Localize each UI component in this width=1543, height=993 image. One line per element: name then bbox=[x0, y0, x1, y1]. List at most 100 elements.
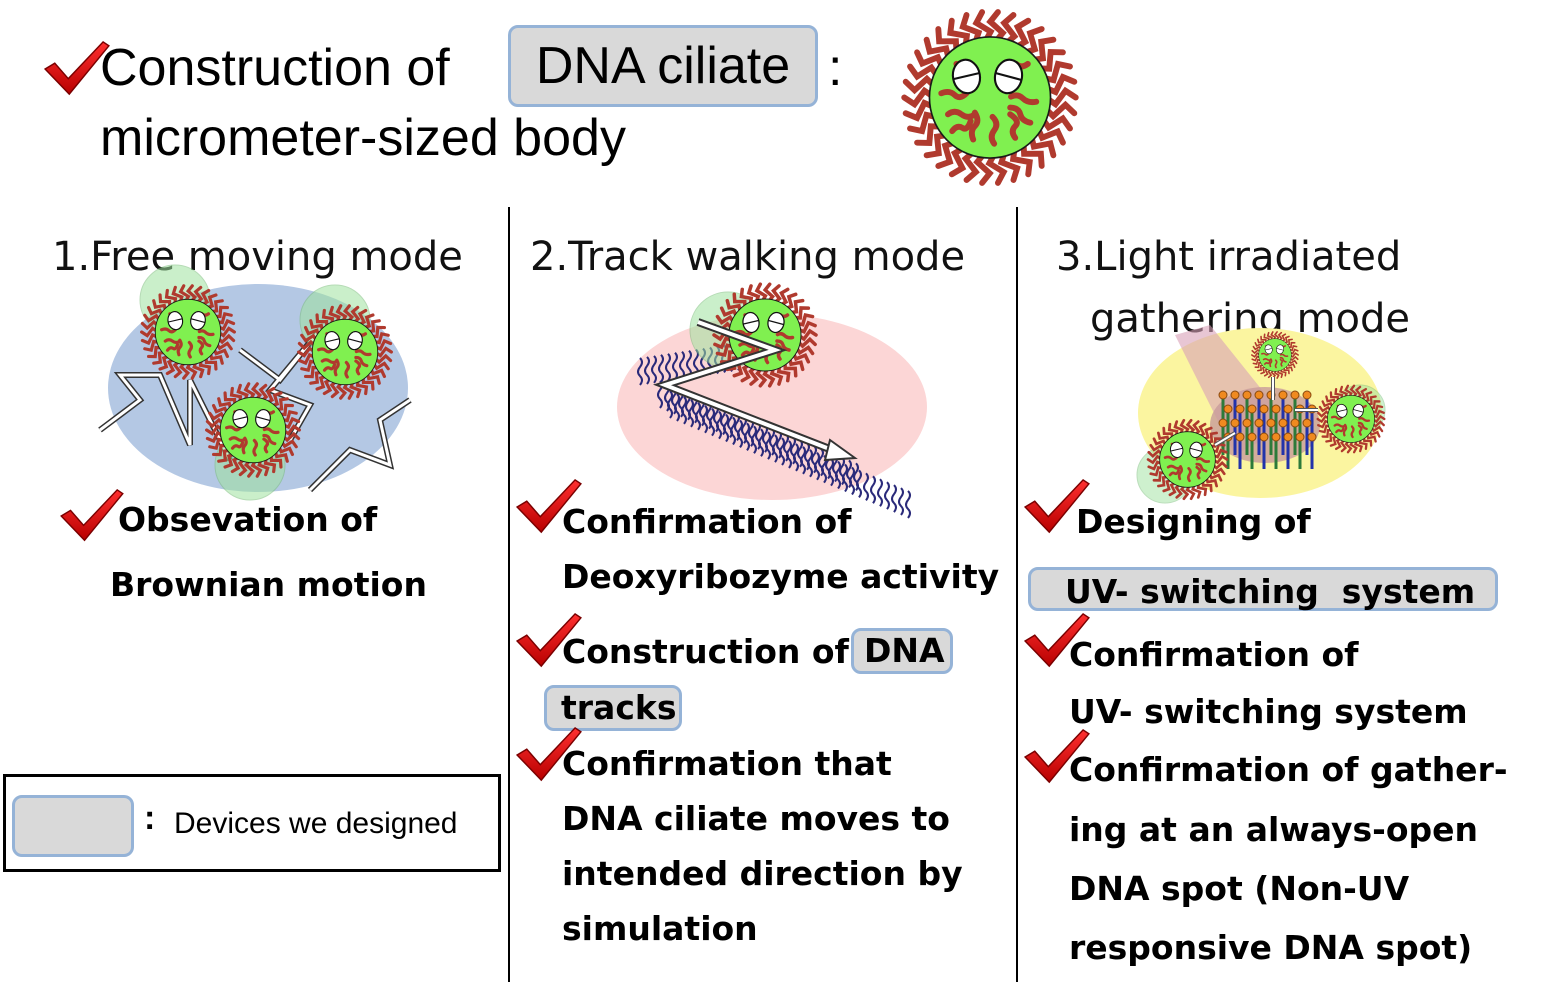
dna-strand bbox=[870, 475, 876, 504]
dna-strand bbox=[793, 443, 799, 472]
dna-pillar-cap bbox=[1254, 418, 1264, 428]
legend-colon: : bbox=[144, 799, 156, 837]
dna-pillar-cap bbox=[1230, 418, 1240, 428]
mode-2-item-line: Construction of bbox=[562, 632, 849, 671]
dna-pillar-cap bbox=[1295, 432, 1305, 442]
mode-1-item-line: Brownian motion bbox=[110, 565, 427, 604]
dna-strand bbox=[723, 413, 729, 443]
dna-strand bbox=[807, 449, 813, 478]
mode-3-item-line: ing at an always-open bbox=[1069, 810, 1479, 849]
column-divider bbox=[1016, 207, 1018, 982]
dna-pillar-cap bbox=[1271, 404, 1281, 414]
mode-3-item-line: DNA spot (Non-UV bbox=[1069, 869, 1410, 908]
dna-strand bbox=[765, 431, 771, 460]
dna-strand bbox=[679, 350, 685, 380]
dna-pillar-cap bbox=[1218, 390, 1228, 400]
dna-pillar-cap bbox=[1223, 404, 1233, 414]
mode-1-title: 1.Free moving mode bbox=[52, 234, 463, 280]
arrow-head bbox=[823, 438, 858, 462]
dna-strand bbox=[856, 469, 862, 499]
page-subtitle: micrometer-sized body bbox=[100, 109, 626, 167]
dna-pillar-cap bbox=[1235, 404, 1245, 414]
dna-strand bbox=[667, 390, 673, 419]
dna-strand bbox=[744, 422, 750, 451]
dna-pillar-cap bbox=[1290, 418, 1300, 428]
dna-strand bbox=[681, 396, 687, 425]
dna-strand bbox=[863, 472, 869, 501]
mode-3-item-line: Designing of bbox=[1076, 502, 1311, 541]
dna-strand bbox=[644, 356, 650, 385]
mode-2-item-line: Confirmation of bbox=[562, 502, 852, 541]
dna-pillar-cap bbox=[1230, 390, 1240, 400]
mode-3-item-line: Confirmation of gather- bbox=[1069, 750, 1508, 789]
dna-pillar-cap bbox=[1218, 418, 1228, 428]
dna-strand bbox=[786, 440, 792, 469]
dna-pillar-cap bbox=[1271, 432, 1281, 442]
dna-pillar-cap bbox=[1290, 390, 1300, 400]
title-highlight-device: DNA ciliate bbox=[508, 25, 818, 107]
dna-strand bbox=[772, 434, 778, 463]
dna-strand bbox=[658, 354, 664, 383]
dna-pillar-cap bbox=[1302, 418, 1312, 428]
dna-strand bbox=[835, 460, 841, 490]
dna-strand bbox=[898, 487, 904, 516]
dna-ciliate-icon bbox=[885, 5, 1095, 190]
dna-strand bbox=[709, 407, 715, 437]
dna-pillar-cap bbox=[1259, 432, 1269, 442]
brownian-motion-illustration bbox=[98, 264, 412, 501]
dna-strand bbox=[828, 457, 834, 487]
mode-2-item-line: simulation bbox=[562, 909, 758, 948]
dna-pillar-cap bbox=[1278, 418, 1288, 428]
dna-strand bbox=[884, 481, 890, 510]
dna-strand bbox=[877, 478, 883, 507]
mode-3-title: 3.Light irradiated bbox=[1056, 234, 1402, 280]
mode-3-item-line: responsive DNA spot) bbox=[1069, 928, 1473, 967]
dna-strand bbox=[751, 425, 757, 454]
dna-strand bbox=[779, 437, 785, 466]
dna-strand bbox=[651, 355, 657, 384]
highlight-text: UV- switching system bbox=[1065, 572, 1476, 611]
dna-strand bbox=[814, 452, 820, 481]
dna-strand bbox=[737, 419, 743, 449]
mode-2-item-line: DNA ciliate moves to bbox=[562, 799, 950, 838]
dna-pillar-cap bbox=[1247, 432, 1257, 442]
dna-strand bbox=[672, 352, 678, 381]
dna-strand bbox=[730, 416, 736, 446]
highlight-text: tracks bbox=[561, 688, 677, 727]
mode-3-item-line: Confirmation of bbox=[1069, 635, 1359, 674]
track-walking-illustration bbox=[617, 282, 927, 519]
dna-strand bbox=[702, 404, 708, 434]
dna-pillar-cap bbox=[1266, 418, 1276, 428]
dna-pillar-cap bbox=[1283, 404, 1293, 414]
dna-pillar-cap bbox=[1302, 390, 1312, 400]
mode-2-item-line: intended direction by bbox=[562, 854, 963, 893]
dna-pillar-cap bbox=[1247, 404, 1257, 414]
dna-strand bbox=[688, 399, 694, 428]
highlight-text: DNA bbox=[864, 631, 945, 670]
mode-2-item-line: Deoxyribozyme activity bbox=[562, 557, 1000, 596]
dna-strand bbox=[637, 357, 643, 386]
dna-strand bbox=[716, 410, 722, 440]
dna-tracks-device: DNA bbox=[851, 628, 953, 674]
legend-box: : Devices we designed bbox=[3, 774, 501, 872]
dna-strand bbox=[665, 353, 671, 382]
dna-strand bbox=[891, 484, 897, 513]
mode-3-item-line: UV- switching system bbox=[1069, 692, 1468, 731]
dna-pillar-cap bbox=[1283, 432, 1293, 442]
dna-pillar-cap bbox=[1307, 432, 1317, 442]
uv-switching-device: UV- switching system bbox=[1028, 567, 1498, 611]
checkmark-icon bbox=[58, 488, 126, 544]
dna-pillar-cap bbox=[1242, 390, 1252, 400]
legend-swatch bbox=[12, 795, 134, 857]
mode-2-title: 2.Track walking mode bbox=[530, 234, 966, 280]
dna-strand bbox=[695, 402, 701, 431]
dna-strand bbox=[800, 446, 806, 475]
mode-2-item-line: Confirmation that bbox=[562, 744, 892, 783]
gathering-illustration bbox=[1136, 325, 1386, 504]
dna-strand bbox=[849, 466, 855, 496]
title-prefix: Construction of bbox=[100, 39, 450, 97]
dna-pillar-cap bbox=[1254, 390, 1264, 400]
mode-1-item-line: Obsevation of bbox=[118, 500, 378, 539]
page-title: Construction of bbox=[100, 38, 450, 98]
dna-pillar-cap bbox=[1235, 432, 1245, 442]
